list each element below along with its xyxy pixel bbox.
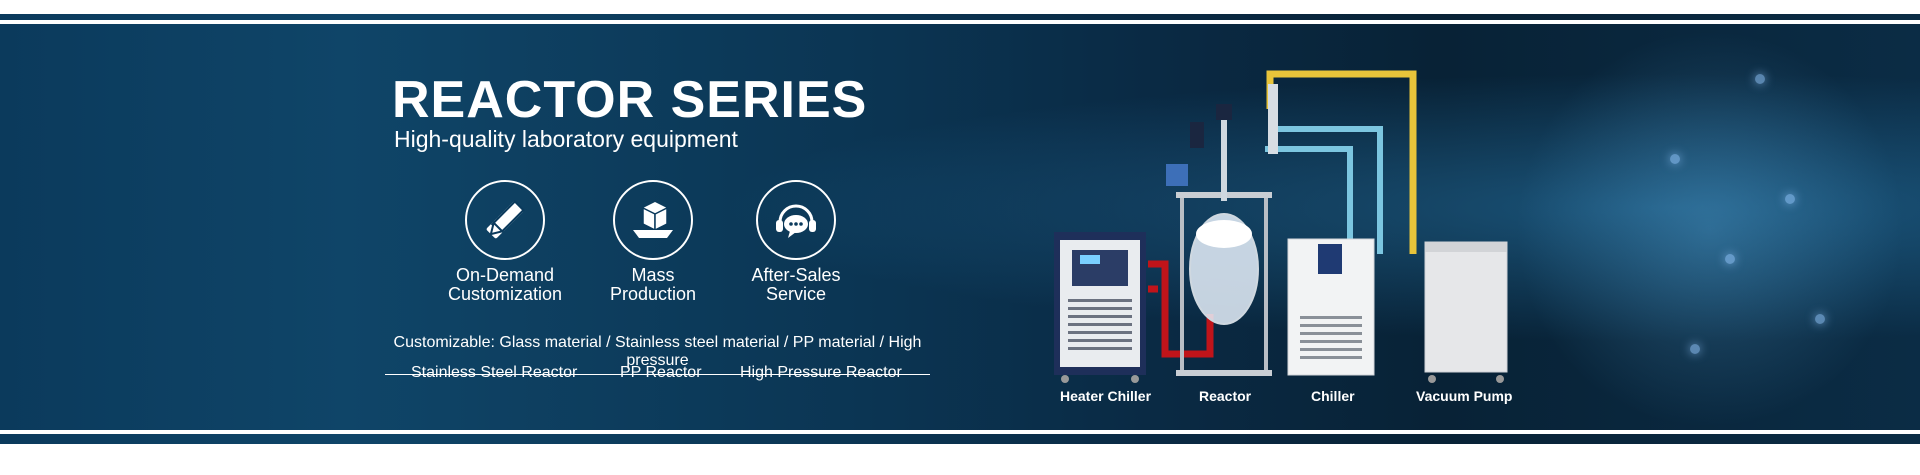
network-node-decoration: [1755, 74, 1765, 84]
product-link-high-pressure-reactor[interactable]: High Pressure Reactor: [740, 364, 902, 381]
red-pipe: [1148, 260, 1214, 358]
customizable-text: Customizable: Glass material / Stainless…: [385, 334, 930, 375]
equipment-label-heater-chiller: Heater Chiller: [1060, 388, 1152, 404]
network-node-decoration: [1725, 254, 1735, 264]
feature-label: Customization: [447, 284, 563, 304]
network-node-decoration: [1670, 154, 1680, 164]
blue-pipe: [1265, 146, 1353, 254]
banner-title: REACTOR SERIES: [392, 71, 868, 129]
feature-label: Mass: [631, 265, 675, 285]
product-link-stainless-steel-reactor[interactable]: Stainless Steel Reactor: [411, 364, 578, 381]
headset-chat-icon: [756, 180, 836, 260]
feature-after-sales-service: After-Sales Service: [711, 180, 881, 304]
network-node-decoration: [1690, 344, 1700, 354]
banner-subtitle: High-quality laboratory equipment: [394, 126, 738, 152]
feature-label: Service: [765, 284, 827, 304]
feature-mass-production: Mass Production: [568, 180, 738, 304]
yellow-pipe: [1266, 70, 1417, 254]
blue-pipe: [1270, 126, 1383, 254]
box-icon: [613, 180, 693, 260]
product-link-pp-reactor[interactable]: PP Reactor: [620, 364, 702, 381]
bottom-stripe: [0, 430, 1920, 434]
heater-chiller-unit: [1054, 232, 1146, 383]
feature-on-demand-customization: On-Demand Customization: [420, 180, 590, 304]
feature-label: On-Demand: [455, 265, 555, 285]
background-glow: [1500, 14, 1920, 444]
equipment-label-vacuum-pump: Vacuum Pump: [1416, 388, 1513, 404]
pencil-ruler-icon: [465, 180, 545, 260]
equipment-label-reactor: Reactor: [1199, 388, 1252, 404]
vacuum-pump-unit: [1424, 241, 1508, 383]
equipment-illustration: [1054, 70, 1508, 383]
network-node-decoration: [1815, 314, 1825, 324]
feature-label: Production: [609, 284, 697, 304]
chiller-unit: [1287, 238, 1375, 376]
equipment-label-chiller: Chiller: [1311, 388, 1355, 404]
reactor-unit: [1166, 84, 1278, 376]
top-stripe: [0, 20, 1920, 24]
hero-banner: REACTOR SERIES High-quality laboratory e…: [0, 14, 1920, 444]
network-node-decoration: [1785, 194, 1795, 204]
feature-label: After-Sales: [751, 265, 841, 285]
